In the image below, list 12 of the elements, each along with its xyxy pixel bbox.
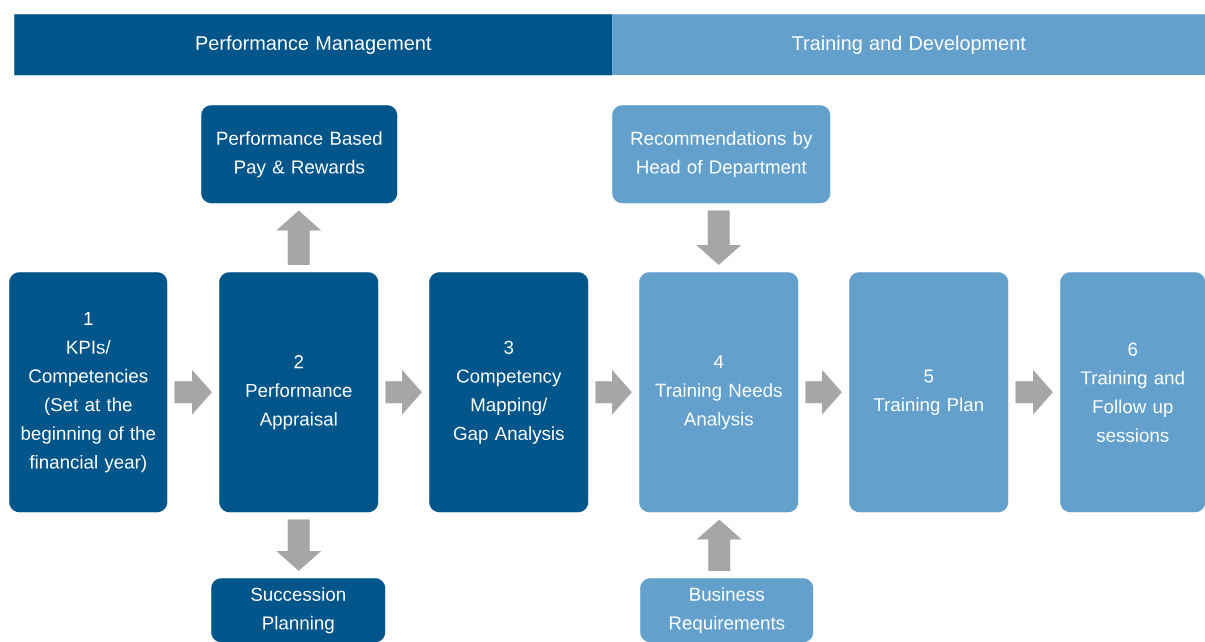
process-box: 2 Performance Appraisal [219, 272, 379, 513]
process-box: 3 Competency Mapping/ Gap Analysis [429, 272, 589, 513]
header-band: Training and Development [612, 14, 1205, 76]
process-box: Recommendations by Head of Department [612, 105, 831, 204]
process-box: 5 Training Plan [849, 272, 1009, 513]
process-box: Succession Planning [211, 578, 386, 642]
process-box: Performance Based Pay & Rewards [201, 105, 398, 204]
process-box: 1 KPIs/ Competencies (Set at the beginning of the financial year) [9, 272, 168, 513]
header-band: Performance Management [14, 14, 613, 76]
process-box: Business Requirements [640, 578, 814, 642]
process-box: 4 Training Needs Analysis [639, 272, 799, 513]
process-box: 6 Training and Follow up sessions [1060, 272, 1205, 513]
